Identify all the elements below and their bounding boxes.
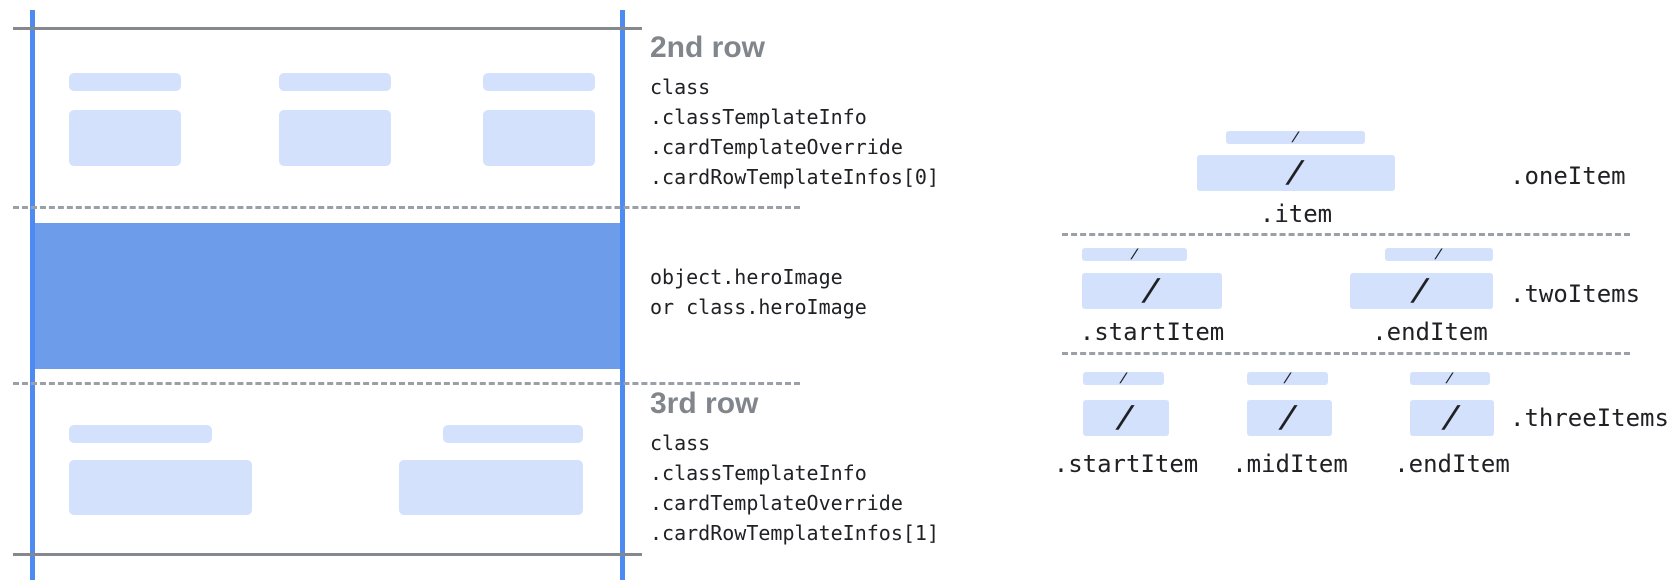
hero-path-line: or class.heroImage [650,295,867,319]
row2-annotation-block: 2nd row class .classTemplateInfo .cardTe… [650,30,939,192]
row2-path-line: class [650,75,711,99]
item-field-label: .midItem [1232,450,1348,478]
slash-glyph: / [1140,273,1164,308]
row3-path-line: .classTemplateInfo [650,461,867,485]
item-label-bar: / [1385,247,1493,262]
slash-glyph: / [1445,371,1455,386]
slash-glyph: / [1440,400,1464,435]
row3-path-line: .cardRowTemplateInfos[1] [650,521,939,545]
layout-name-label: .oneItem [1510,162,1626,190]
slash-glyph: / [1410,273,1434,308]
hero-image-band [35,223,620,369]
field-value-bar [69,110,181,166]
card-right-edge-guide [620,10,625,580]
item-label-bar: / [1247,371,1328,386]
item-label-bar: / [1226,130,1365,145]
field-value-bar [483,110,595,166]
row3-annotation-block: 3rd row class .classTemplateInfo .cardTe… [650,386,939,548]
slash-glyph: / [1282,371,1293,386]
layout-name-label: .threeItems [1510,404,1669,432]
layout-separator-dashed-line [1062,352,1630,355]
field-label-bar [279,73,391,91]
item-field-label: .endItem [1372,318,1488,346]
hero-separator-dashed-line [13,382,800,385]
slash-glyph: / [1118,371,1129,386]
item-value-bar: / [1082,273,1222,309]
item-label-bar: / [1083,371,1164,386]
item-field-label: .endItem [1394,450,1510,478]
field-label-bar [69,425,212,443]
slash-glyph: / [1434,247,1444,262]
field-label-bar [483,73,595,91]
layout-name-label: .twoItems [1510,280,1641,308]
hero-annotation-block: object.heroImage or class.heroImage [650,262,867,322]
slash-glyph: / [1129,247,1140,262]
row2-path-line: .cardTemplateOverride [650,135,903,159]
slash-glyph: / [1278,400,1302,435]
item-field-label: .startItem [1053,450,1199,478]
item-field-label: .startItem [1079,318,1225,346]
row3-heading: 3rd row [650,387,759,420]
item-value-bar: / [1350,273,1493,309]
card-top-boundary-line [13,27,642,30]
item-field-label: .item [1259,200,1333,228]
card-bottom-boundary-line [13,553,642,556]
row2-path-line: .classTemplateInfo [650,105,867,129]
layout-separator-dashed-line [1062,233,1630,236]
item-value-bar: / [1197,155,1395,191]
item-value-bar: / [1410,400,1494,436]
field-label-bar [443,425,583,443]
row2-separator-dashed-line [13,206,800,209]
row2-heading: 2nd row [650,31,766,64]
field-value-bar [279,110,391,166]
field-label-bar [69,73,181,91]
row2-path-line: .cardRowTemplateInfos[0] [650,165,939,189]
item-value-bar: / [1083,400,1169,436]
slash-glyph: / [1290,130,1301,145]
slash-glyph: / [1284,155,1308,190]
field-value-bar [399,460,583,515]
card-left-edge-guide [30,10,35,580]
row3-path-line: class [650,431,711,455]
field-value-bar [69,460,252,515]
item-label-bar: / [1082,247,1187,262]
hero-path-line: object.heroImage [650,265,843,289]
row3-path-line: .cardTemplateOverride [650,491,903,515]
item-value-bar: / [1247,400,1332,436]
item-label-bar: / [1410,371,1490,386]
slash-glyph: / [1114,400,1138,435]
